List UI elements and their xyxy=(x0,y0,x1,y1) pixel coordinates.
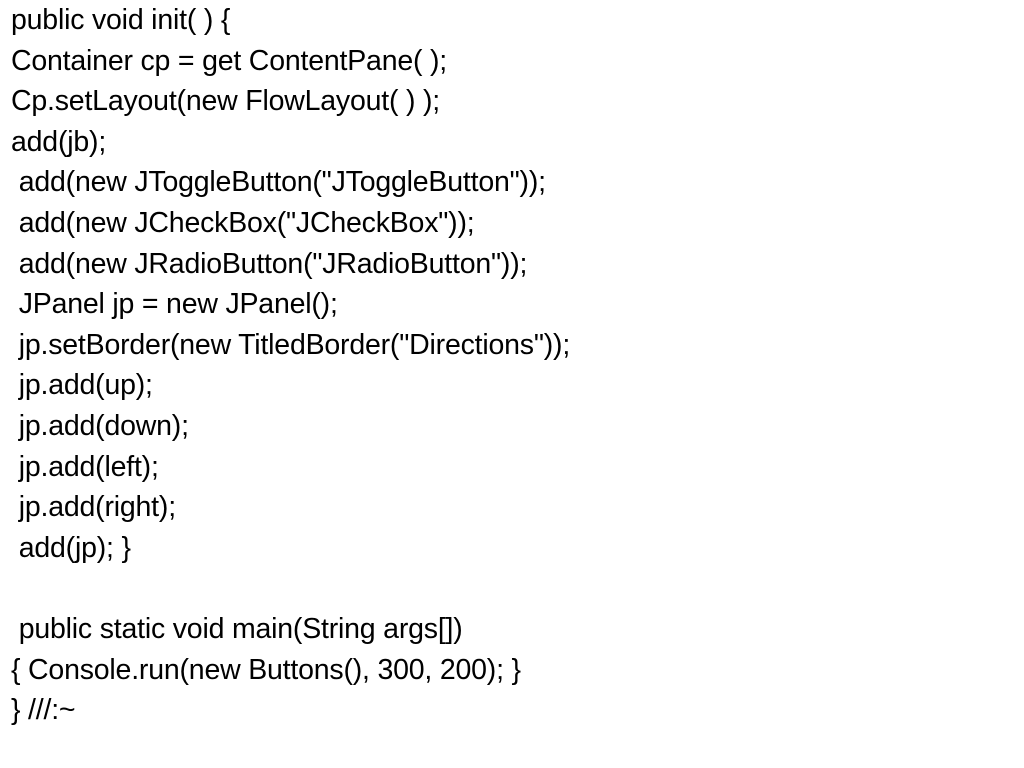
code-line-main: public static void main(String args[]) xyxy=(11,612,463,645)
code-line-jpanel: JPanel jp = new JPanel(); xyxy=(11,288,338,321)
code-line-container: Container cp = get ContentPane( ); xyxy=(11,44,448,77)
code-line-jp-add-right: jp.add(right); xyxy=(11,491,176,524)
code-line-init: public void init( ) { xyxy=(11,4,231,36)
code-line-jp-add-left: jp.add(left); xyxy=(11,450,159,483)
code-line-set-border: jp.setBorder(new TitledBorder("Direction… xyxy=(11,328,571,361)
code-line-add-jp: add(jp); } xyxy=(11,531,131,564)
code-line-add-checkbox: add(new JCheckBox("JCheckBox")); xyxy=(11,206,475,239)
code-line-blank xyxy=(11,568,1011,609)
code-listing: public void init( ) { Container cp = get… xyxy=(11,0,1011,731)
code-line-add-radio-button: add(new JRadioButton("JRadioButton")); xyxy=(11,247,528,280)
code-line-add-jb: add(jb); xyxy=(11,125,107,158)
code-line-closing: } ///:~ xyxy=(11,694,76,727)
code-line-jp-add-up: jp.add(up); xyxy=(11,369,153,402)
code-line-add-toggle-button: add(new JToggleButton("JToggleButton")); xyxy=(11,166,546,199)
code-line-jp-add-down: jp.add(down); xyxy=(11,409,189,442)
code-line-set-layout: Cp.setLayout(new FlowLayout( ) ); xyxy=(11,85,440,118)
code-line-console-run: { Console.run(new Buttons(), 300, 200); … xyxy=(11,653,521,686)
